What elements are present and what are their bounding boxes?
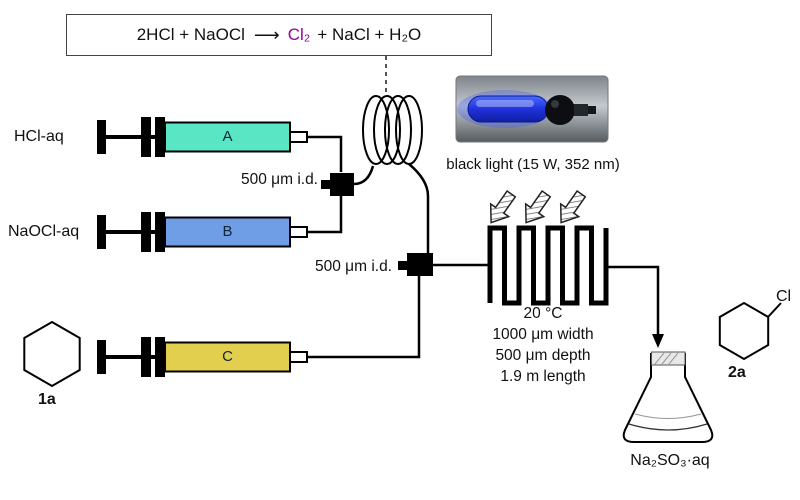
- reactor-channel-width: 1000 μm width: [492, 326, 594, 343]
- syringe-b: [96, 211, 308, 253]
- reactor-channel-depth: 500 μm depth: [495, 347, 591, 364]
- flask-liquid-line: [628, 423, 708, 431]
- equation-box: 2HCl + NaOCl ⟶ Cl₂ + NaCl + H₂O: [66, 14, 492, 56]
- tube-reactor-outlet: [606, 265, 660, 336]
- tube-b: [307, 196, 343, 234]
- product-structure: [718, 301, 782, 361]
- substrate-hexagon: [23, 320, 81, 388]
- syringe-c-barrel: [164, 341, 291, 373]
- uv-arrow-3: [559, 189, 587, 224]
- blacklight-tube: [467, 95, 549, 123]
- uv-arrow-1: [489, 189, 517, 224]
- equation-product-cl2: Cl₂: [287, 25, 311, 44]
- product-cl-bond: [767, 302, 782, 318]
- photo-microreactor-channel: [487, 225, 609, 306]
- uv-light-arrows: [489, 189, 587, 224]
- product-hexagon: [718, 301, 770, 361]
- tube-c: [307, 276, 421, 359]
- syringe-a-barrel: [164, 121, 291, 153]
- mixer2-block: [407, 253, 433, 276]
- lamp-ball: [545, 95, 575, 125]
- mixer2-label: 500 μm i.d.: [315, 258, 392, 275]
- syringe-b-barrel: [164, 216, 291, 248]
- residence-coil: [362, 95, 423, 165]
- reactor-conditions: 20 °C 1000 μm width 500 μm depth 1.9 m l…: [468, 303, 618, 387]
- syringe-c: [96, 336, 308, 378]
- equation-lhs: 2HCl + NaOCl: [136, 25, 245, 44]
- tube-a: [307, 135, 343, 172]
- lamp-photo: [455, 75, 609, 143]
- uv-arrow-2: [524, 189, 552, 224]
- syringe-a-label: A: [222, 128, 233, 145]
- substrate-label: 1a: [38, 391, 56, 408]
- reactor-temperature: 20 °C: [523, 305, 563, 322]
- product-cl-label: Cl: [776, 288, 792, 305]
- reaction-arrow: ⟶: [253, 24, 280, 45]
- reagent-label-hcl: HCl-aq: [14, 128, 64, 145]
- lamp-socket: [574, 104, 588, 116]
- lamp-caption: black light (15 W, 352 nm): [446, 156, 620, 173]
- outlet-arrowhead: [652, 334, 664, 348]
- tube-mixer1-to-coil: [353, 165, 375, 186]
- t-mixers: [321, 173, 433, 276]
- quench-flask: [622, 351, 714, 443]
- syringe-b-label: B: [222, 223, 233, 240]
- reagent-label-naocl: NaOCl-aq: [8, 223, 80, 240]
- reactor-channel-length: 1.9 m length: [500, 368, 586, 385]
- mixer2-nub: [398, 261, 407, 270]
- tubing-lines: [307, 135, 660, 359]
- syringe-c-label: C: [222, 348, 233, 365]
- syringe-a: [96, 116, 308, 158]
- quench-label: Na₂SO₃·aq: [630, 452, 710, 469]
- product-label: 2a: [728, 364, 746, 381]
- tube-coil-to-mixer2: [408, 163, 430, 253]
- flask-outline: [622, 353, 714, 443]
- flask-plug: [651, 351, 686, 366]
- mixer1-label: 500 μm i.d.: [241, 171, 318, 188]
- mixer1-block: [330, 173, 354, 196]
- equation-rhs: + NaCl + H₂O: [317, 25, 422, 44]
- mixer1-nub: [321, 180, 330, 189]
